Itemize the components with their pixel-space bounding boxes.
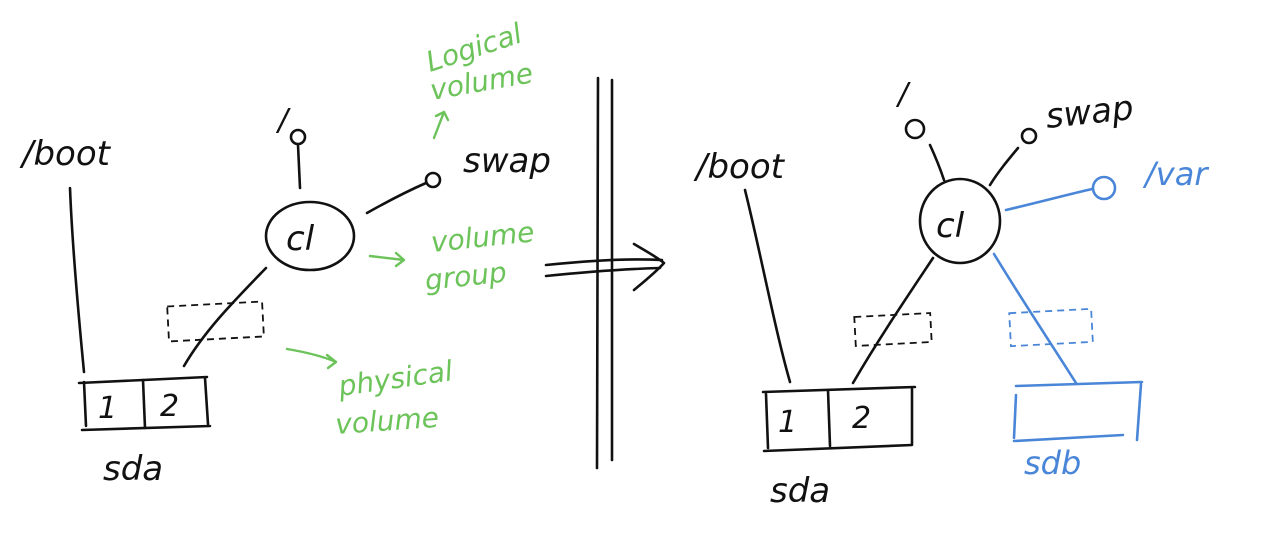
right-disk-top [761,385,917,394]
transition-arrow-head [632,242,666,292]
right-partition-2: 2 [852,401,871,436]
right-volume-group-circle [918,177,1002,265]
right-disk-left-edge [764,392,770,450]
annotation-volume-group-1: volume [429,215,536,259]
right-swap-label: swap [1044,88,1136,137]
left-root-label: / [275,103,291,138]
left-boot-label: /boot [19,134,112,174]
right-new-disk-right-edge [1135,382,1143,442]
left-partition-2: 2 [160,389,179,424]
right-swap-line [988,146,1020,187]
right-vg-label: cl [936,206,965,246]
left-root-line [296,143,302,190]
left-swap-mount-point [424,171,442,189]
left-partition-1: 1 [98,391,117,426]
right-new-disk-bottom [1012,433,1125,443]
left-disk-divider [141,378,147,430]
separator-line-1 [595,76,600,470]
right-var-label: /var [1142,155,1209,193]
right-root-label: / [895,77,911,112]
left-physical-volume-box [166,300,265,343]
annotation-volume-group-arrow [368,251,406,268]
right-boot-label: /boot [693,147,786,187]
right-physical-volume-box-sdb [1008,307,1094,348]
right-partition-1: 1 [778,405,797,440]
transition-arrow-bottom [544,266,662,278]
right-new-disk-top [1014,380,1144,388]
right-swap-mount-point [1020,127,1038,145]
right-root-line [928,143,946,182]
annotation-physical-volume-1: physical [335,354,454,403]
left-boot-line [68,186,86,374]
annotation-physical-volume-2: volume [334,401,440,441]
annotation-physical-volume-arrow [285,347,338,370]
left-diagram: /boot / swap cl 1 2 sda Logical volume v… [19,17,551,489]
transition [544,76,666,470]
right-disk-label: sda [770,471,830,511]
transition-arrow-top [544,258,664,267]
right-disk-divider [826,388,832,448]
right-boot-line [743,188,792,384]
right-var-line [1004,187,1094,212]
right-diagram: /boot / swap /var cl 1 2 sda [693,77,1209,511]
left-vg-label: cl [286,219,315,259]
right-vg-to-sdb-line [992,252,1078,385]
left-disk-label: sda [103,449,163,489]
left-disk-left-edge [82,380,88,428]
left-vg-to-pv-line [182,266,268,368]
right-new-disk-left-edge [1012,393,1018,440]
left-root-mount-point [289,128,307,146]
right-root-mount-point [904,118,926,140]
annotation-volume-group-2: group [423,256,508,297]
annotation-logical-volume-arrow [432,110,450,140]
left-swap-line [365,181,428,215]
right-vg-to-sda-line [851,256,935,385]
right-new-disk-label: sdb [1024,444,1081,482]
right-var-mount-point [1091,175,1117,201]
left-volume-group-circle [264,200,356,272]
left-swap-label: swap [463,141,551,181]
right-physical-volume-box-sda [853,312,933,347]
right-disk-bottom [762,443,914,453]
left-disk-right-edge [203,376,210,426]
